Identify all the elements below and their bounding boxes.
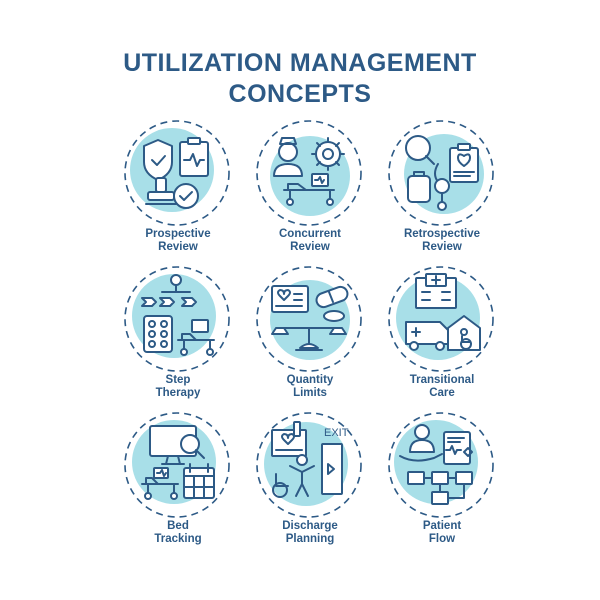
flowchart-pills-bed-icon: [122, 264, 232, 374]
hand-patient-flowchart-icon: [386, 410, 496, 520]
monitor-bed-calendar-icon: [122, 410, 232, 520]
concept-discharge-planning: EXIT Discharge Planning: [244, 410, 376, 556]
title-line-1: UTILIZATION MANAGEMENT: [123, 49, 477, 77]
concepts-grid: Prospective Review: [112, 118, 508, 558]
concept-label: Discharge Planning: [282, 520, 338, 545]
title-line-2: CONCEPTS: [228, 80, 372, 108]
concept-label: Transitional Care: [409, 374, 475, 399]
exit-door-patient-icon: EXIT: [254, 410, 364, 520]
concept-label: Step Therapy: [155, 374, 201, 399]
concept-label: Bed Tracking: [154, 520, 202, 545]
magnifier-clipboard-stethoscope-icon: [386, 118, 496, 228]
concept-prospective-review: Prospective Review: [112, 118, 244, 264]
concept-label: Patient Flow: [422, 520, 462, 545]
concept-label: Retrospective Review: [403, 228, 481, 253]
nurse-gear-bed-icon: [254, 118, 364, 228]
concept-retrospective-review: Retrospective Review: [376, 118, 508, 264]
concept-transitional-care: Transitional Care: [376, 264, 508, 410]
concept-label: Concurrent Review: [279, 228, 341, 253]
concept-quantity-limits: Quantity Limits: [244, 264, 376, 410]
concept-patient-flow: Patient Flow: [376, 410, 508, 556]
concept-label: Quantity Limits: [286, 374, 334, 399]
concept-label: Prospective Review: [145, 228, 211, 253]
pill-scale-icon: [254, 264, 364, 374]
concept-step-therapy: Step Therapy: [112, 264, 244, 410]
shield-clipboard-stamp-icon: [122, 118, 232, 228]
hospital-ambulance-home-icon: [386, 264, 496, 374]
concept-bed-tracking: Bed Tracking: [112, 410, 244, 556]
svg-text:EXIT: EXIT: [324, 427, 349, 439]
concept-concurrent-review: Concurrent Review: [244, 118, 376, 264]
page-title: UTILIZATION MANAGEMENT CONCEPTS: [0, 48, 600, 110]
